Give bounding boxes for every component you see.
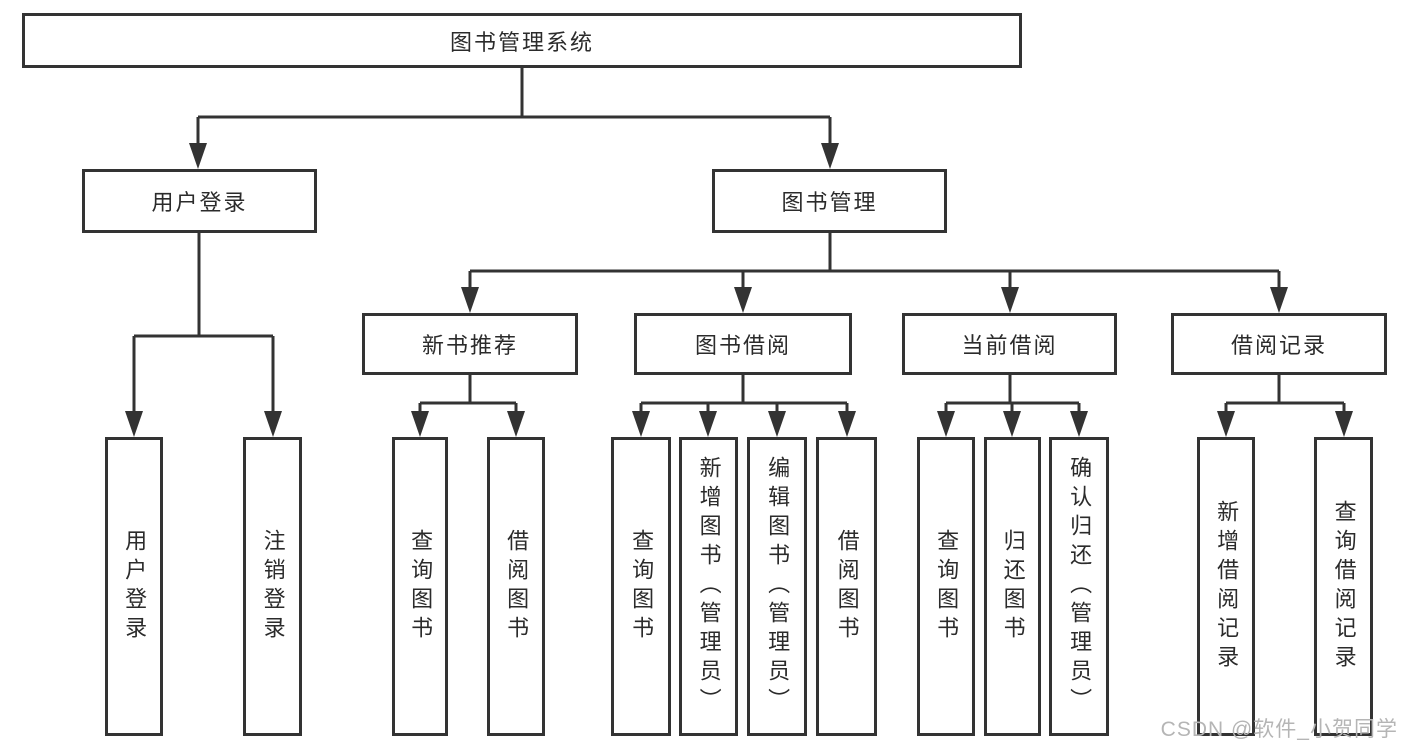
leaf-add-books-admin: 新增图书（管理员） (679, 437, 738, 736)
leaf-query-books-current: 查询图书 (917, 437, 975, 736)
connector-borrow-records-to-leaves (1217, 375, 1353, 437)
node-root: 图书管理系统 (22, 13, 1022, 68)
leaf-query-books-recommend: 查询图书 (392, 437, 448, 736)
node-current-borrow: 当前借阅 (902, 313, 1117, 375)
connector-book-borrow-to-leaves (632, 375, 856, 437)
leaf-query-borrow-record: 查询借阅记录 (1314, 437, 1373, 736)
node-new-book-recommend: 新书推荐 (362, 313, 578, 375)
leaf-add-borrow-record: 新增借阅记录 (1197, 437, 1255, 736)
connector-root-to-level2 (189, 68, 839, 169)
node-borrow-records: 借阅记录 (1171, 313, 1387, 375)
leaf-logout: 注销登录 (243, 437, 302, 736)
leaf-return-books: 归还图书 (984, 437, 1041, 736)
connector-new-book-rec-to-leaves (411, 375, 525, 437)
node-user-login: 用户登录 (82, 169, 317, 233)
leaf-user-login: 用户登录 (105, 437, 163, 736)
node-book-borrow: 图书借阅 (634, 313, 852, 375)
connector-user-login-to-leaves (125, 232, 282, 437)
leaf-borrow-books: 借阅图书 (816, 437, 877, 736)
watermark: CSDN @软件_小贺同学 (1160, 718, 1398, 741)
node-book-mgmt: 图书管理 (712, 169, 947, 233)
leaf-borrow-books-recommend: 借阅图书 (487, 437, 545, 736)
leaf-edit-books-admin: 编辑图书（管理员） (747, 437, 807, 736)
connector-current-borrow-to-leaves (937, 375, 1088, 437)
leaf-confirm-return-admin: 确认归还（管理员） (1049, 437, 1109, 736)
leaf-query-books-borrow: 查询图书 (611, 437, 671, 736)
connector-book-mgmt-to-level3 (461, 232, 1288, 313)
